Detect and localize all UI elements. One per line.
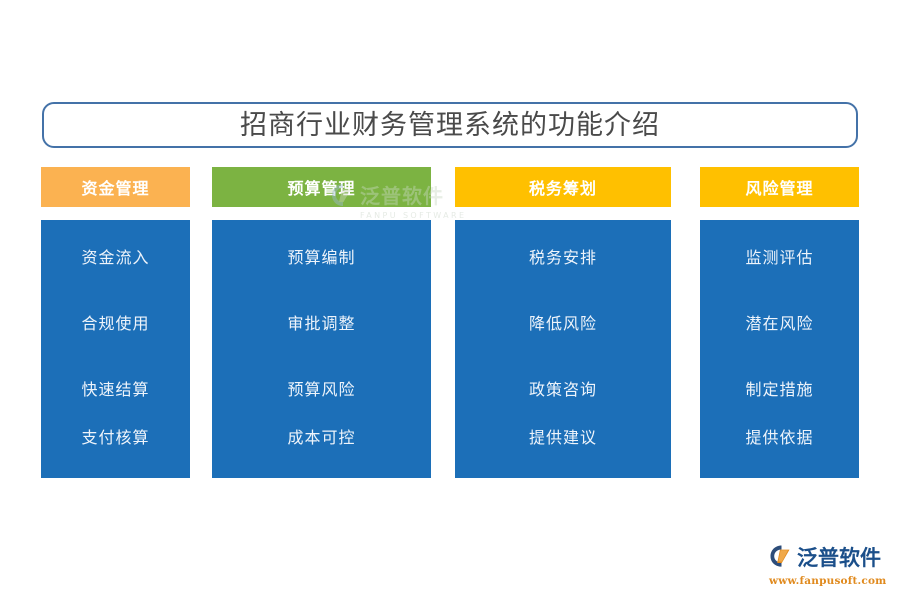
column-header-risk[interactable]: 风险管理 — [700, 167, 859, 207]
list-item[interactable]: 快速结算 — [81, 380, 150, 399]
column-header-funds[interactable]: 资金管理 — [41, 167, 190, 207]
list-item[interactable]: 制定措施 — [745, 380, 814, 399]
column-body-funds: 资金流入 合规使用 快速结算 支付核算 — [41, 220, 190, 478]
list-item[interactable]: 降低风险 — [528, 314, 597, 333]
title-box: 招商行业财务管理系统的功能介绍 — [42, 102, 858, 148]
list-item[interactable]: 税务安排 — [528, 248, 597, 267]
column-body-budget: 预算编制 审批调整 预算风险 成本可控 — [212, 220, 431, 478]
list-item[interactable]: 提供建议 — [528, 428, 597, 447]
list-item[interactable]: 审批调整 — [287, 314, 356, 333]
logo-brand-text: 泛普软件 — [797, 545, 881, 570]
column-header-label: 预算管理 — [287, 179, 356, 198]
list-item[interactable]: 成本可控 — [287, 428, 356, 447]
column-header-label: 税务筹划 — [528, 179, 597, 198]
list-item[interactable]: 预算风险 — [287, 380, 356, 399]
logo-url-text: www.fanpusoft.com — [769, 575, 887, 587]
list-item[interactable]: 政策咨询 — [528, 380, 597, 399]
list-item[interactable]: 监测评估 — [745, 248, 814, 267]
column-body-risk: 监测评估 潜在风险 制定措施 提供依据 — [700, 220, 859, 478]
logo-row: 泛普软件 — [768, 543, 890, 573]
page-title: 招商行业财务管理系统的功能介绍 — [240, 109, 660, 141]
list-item[interactable]: 提供依据 — [745, 428, 814, 447]
column-header-tax[interactable]: 税务筹划 — [455, 167, 671, 207]
column-body-tax: 税务安排 降低风险 政策咨询 提供建议 — [455, 220, 671, 478]
column-header-budget[interactable]: 预算管理 — [212, 167, 431, 207]
list-item[interactable]: 预算编制 — [287, 248, 356, 267]
category-column-risk: 风险管理 监测评估 潜在风险 制定措施 提供依据 — [700, 167, 859, 478]
brand-logo[interactable]: 泛普软件 www.fanpusoft.com — [768, 543, 890, 587]
category-column-funds: 资金管理 资金流入 合规使用 快速结算 支付核算 — [41, 167, 190, 478]
list-item[interactable]: 资金流入 — [81, 248, 150, 267]
list-item[interactable]: 支付核算 — [81, 428, 150, 447]
category-column-budget: 预算管理 预算编制 审批调整 预算风险 成本可控 — [212, 167, 431, 478]
fanpu-mark-icon — [768, 543, 794, 573]
category-column-tax: 税务筹划 税务安排 降低风险 政策咨询 提供建议 — [455, 167, 671, 478]
list-item[interactable]: 潜在风险 — [745, 314, 814, 333]
column-header-label: 风险管理 — [745, 179, 814, 198]
column-header-label: 资金管理 — [81, 179, 150, 198]
list-item[interactable]: 合规使用 — [81, 314, 150, 333]
